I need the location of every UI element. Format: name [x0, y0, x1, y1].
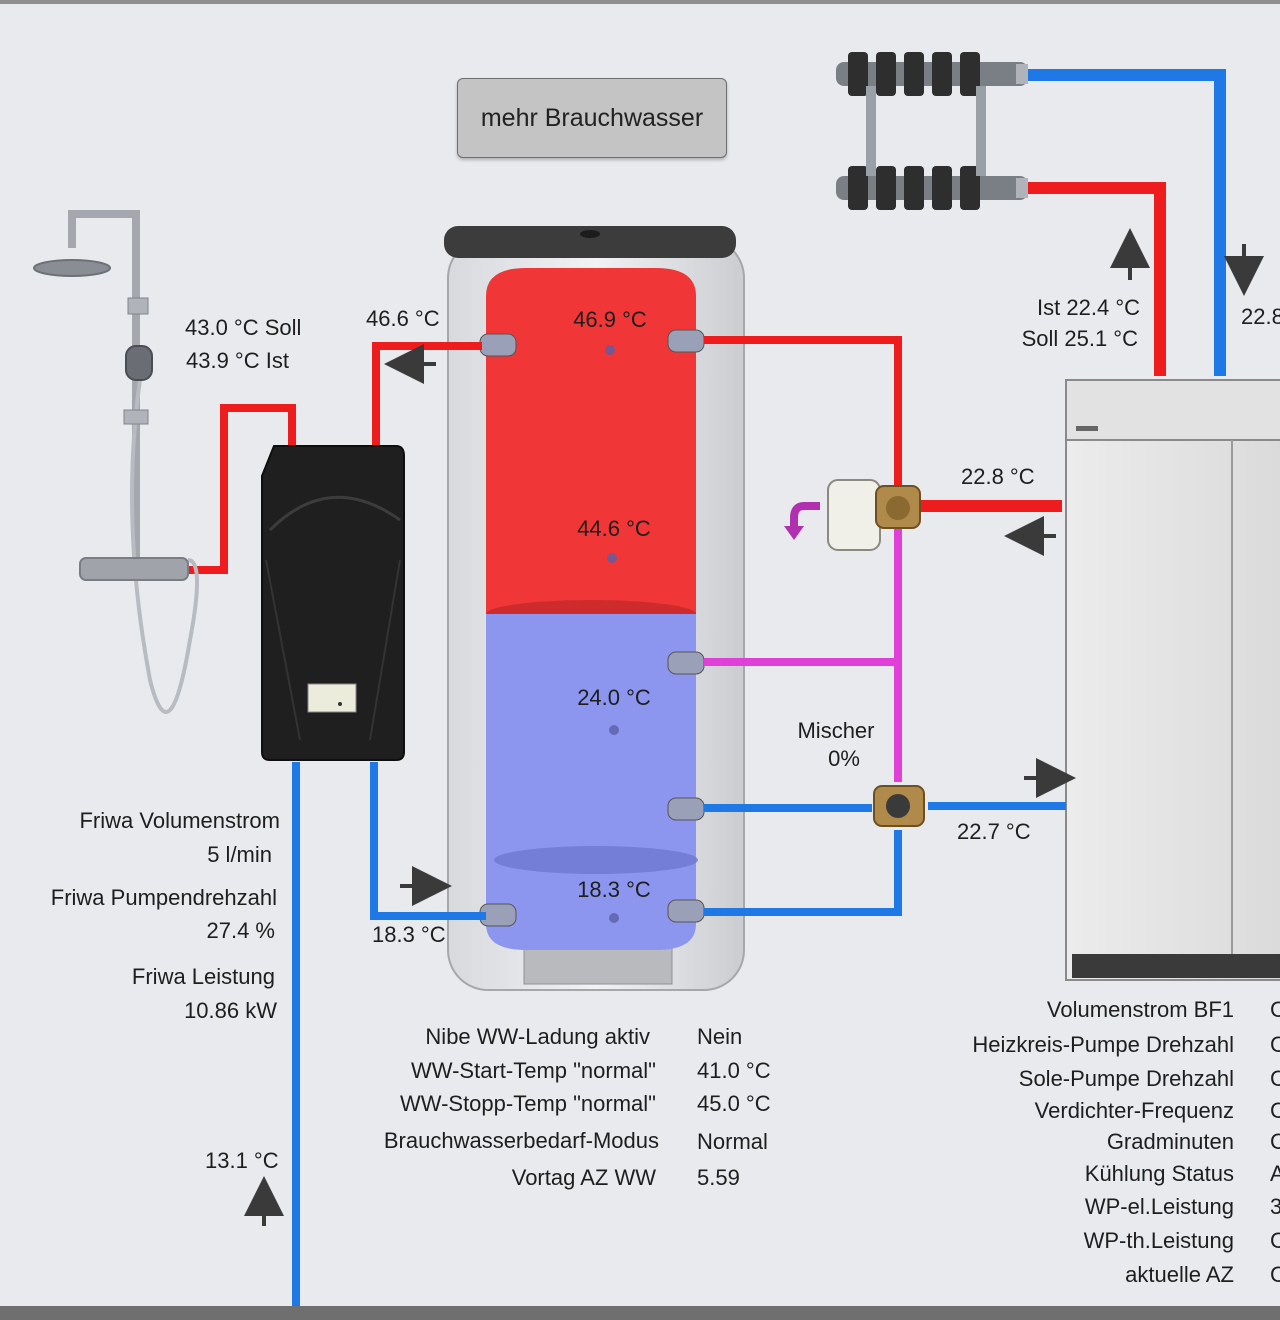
hp-flow-temp: 22.8 °C	[961, 464, 1035, 489]
friwa-pipes	[188, 342, 486, 1320]
hp-info-label: Kühlung Status	[1084, 1161, 1234, 1186]
mixing-valve-icon	[873, 785, 925, 827]
ww-info-label: Nibe WW-Ladung aktiv	[425, 1024, 650, 1049]
tank-temp-upper: 44.6 °C	[577, 516, 651, 541]
hp-info-label: Volumenstrom BF1	[1046, 997, 1234, 1022]
ww-info-label: Brauchwasserbedarf-Modus	[383, 1128, 659, 1153]
friwa-pumpendrehzahl-label: Friwa Pumpendrehzahl	[50, 885, 277, 910]
friwa-return-temp: 18.3 °C	[372, 922, 446, 947]
ww-info-label: WW-Start-Temp "normal"	[410, 1058, 656, 1083]
ww-info-label: Vortag AZ WW	[511, 1165, 656, 1190]
heat-pump-pipes	[704, 336, 1066, 916]
hp-info-value: C	[1270, 1262, 1280, 1287]
top-border	[0, 0, 1280, 4]
ww-info-value: 5.59	[697, 1165, 740, 1190]
friwa-station	[261, 445, 405, 761]
friwa-volumenstrom-label: Friwa Volumenstrom	[79, 808, 280, 833]
friwa-volumenstrom-value: 5 l/min	[207, 842, 272, 867]
hp-info-value: C	[1270, 1098, 1280, 1123]
more-hot-water-button[interactable]: mehr Brauchwasser	[457, 78, 727, 158]
heat-pump-unit	[1065, 379, 1280, 981]
hp-info-value: C	[1270, 997, 1280, 1022]
ww-info-label: WW-Stopp-Temp "normal"	[399, 1091, 656, 1116]
hp-info-label: Sole-Pumpe Drehzahl	[1018, 1066, 1234, 1091]
flow-arrows	[244, 344, 1076, 1226]
ww-info-value: 41.0 °C	[697, 1058, 771, 1083]
ww-info-value: Nein	[697, 1024, 743, 1049]
circuit-ist-temp: Ist 22.4 °C	[1037, 295, 1140, 320]
hp-info-value: C	[1270, 1129, 1280, 1154]
tank-temp-top: 46.9 °C	[573, 307, 647, 332]
hp-info-label: Verdichter-Frequenz	[1034, 1098, 1234, 1123]
shower-icon	[33, 210, 199, 714]
tank-temp-bottom: 18.3 °C	[577, 877, 651, 902]
hp-info-label: Gradminuten	[1106, 1129, 1234, 1154]
bottom-border	[0, 1306, 1280, 1320]
mixer-value: 0%	[828, 746, 860, 771]
ww-info-value: Normal	[697, 1129, 768, 1154]
hp-info-label: WP-el.Leistung	[1084, 1194, 1234, 1219]
hp-info-label: WP-th.Leistung	[1083, 1228, 1234, 1253]
hp-info-value: A	[1270, 1161, 1280, 1186]
manifold-icon	[836, 52, 1028, 210]
shower-ist-temp: 43.9 °C Ist	[186, 348, 289, 373]
circuit-return-temp: 22.8	[1241, 304, 1280, 329]
heating-circuit-pipes	[1028, 69, 1226, 376]
circuit-soll-temp: Soll 25.1 °C	[1021, 326, 1138, 351]
ww-info-value: 45.0 °C	[697, 1091, 771, 1116]
friwa-supply-temp: 46.6 °C	[366, 306, 440, 331]
mixer-label: Mischer	[797, 718, 875, 743]
tank-temp-lower: 24.0 °C	[577, 685, 651, 710]
switching-valve-icon	[784, 479, 921, 551]
hp-info-value: C	[1270, 1032, 1280, 1057]
friwa-leistung-value: 10.86 kW	[184, 998, 277, 1023]
friwa-pumpendrehzahl-value: 27.4 %	[206, 918, 276, 943]
hp-info-value: C	[1270, 1066, 1280, 1091]
cold-water-temp: 13.1 °C	[205, 1148, 279, 1173]
hp-info-value: C	[1270, 1228, 1280, 1253]
shower-soll-temp: 43.0 °C Soll	[185, 315, 302, 340]
friwa-leistung-label: Friwa Leistung	[131, 964, 275, 989]
hp-info-label: Heizkreis-Pumpe Drehzahl	[972, 1032, 1234, 1057]
heating-circuit-arrows	[1110, 228, 1264, 296]
hp-info-label: aktuelle AZ	[1125, 1262, 1234, 1287]
hp-return-temp: 22.7 °C	[957, 819, 1031, 844]
tank-stubs	[479, 329, 705, 927]
hp-info-value: 3	[1270, 1194, 1280, 1219]
